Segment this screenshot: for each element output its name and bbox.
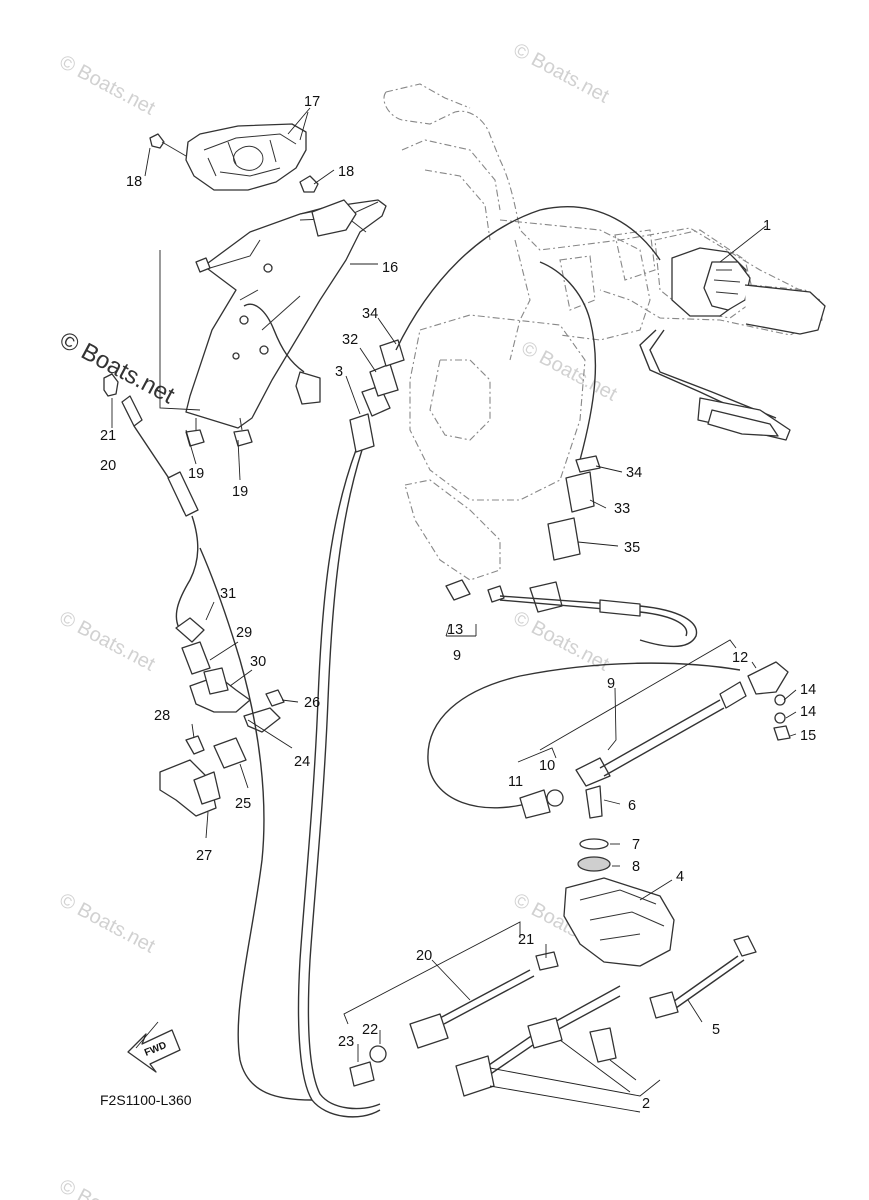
callout-2: 2 (642, 1096, 650, 1112)
ghost-steering-assembly (383, 83, 823, 581)
callout-19b: 19 (232, 484, 248, 500)
callout-18a: 18 (126, 174, 142, 190)
callout-34b: 34 (626, 465, 642, 481)
callout-6: 6 (628, 798, 636, 814)
part-5-cable (649, 935, 757, 1019)
washer (546, 789, 564, 807)
washer (774, 694, 786, 706)
callout-14b: 14 (800, 704, 816, 720)
callout-33: 33 (614, 501, 630, 517)
washer (369, 1045, 387, 1063)
callout-32: 32 (342, 332, 358, 348)
fwd-arrow: FWD (127, 1029, 181, 1073)
left-control-cable (103, 373, 205, 643)
watermark: © Boats.net (518, 337, 621, 406)
callout-30: 30 (250, 654, 266, 670)
bolt-hole (259, 345, 269, 355)
callout-18b: 18 (338, 164, 354, 180)
callout-19a: 19 (188, 466, 204, 482)
callout-15: 15 (800, 728, 816, 744)
watermark: © Boats.net (56, 607, 159, 676)
callout-14a: 14 (800, 682, 816, 698)
callout-4: 4 (676, 869, 684, 885)
callout-20b: 20 (416, 948, 432, 964)
callout-22: 22 (362, 1022, 378, 1038)
callout-20a: 20 (100, 458, 116, 474)
watermark: © Boats.net (56, 1175, 159, 1200)
callout-27: 27 (196, 848, 212, 864)
shift-cable-upper (445, 579, 698, 648)
bracket-assembly (149, 123, 387, 447)
diagram-code: F2S1100-L360 (100, 1092, 192, 1108)
callout-1: 1 (763, 218, 771, 234)
callout-35: 35 (624, 540, 640, 556)
callout-21b: 21 (518, 932, 534, 948)
callout-16: 16 (382, 260, 398, 276)
callout-9-lower: 9 (607, 676, 615, 692)
callout-13: 13 (447, 622, 463, 638)
washer (579, 838, 609, 850)
callouts: 1 2 3 4 5 6 7 8 9 9 10 11 12 13 14 14 15… (100, 94, 816, 1112)
hardware-cluster (159, 641, 285, 817)
callout-28: 28 (154, 708, 170, 724)
watermark: © Boats.net (56, 889, 159, 958)
bolt-hole (239, 315, 249, 325)
throttle-lever-assembly (639, 247, 826, 441)
callout-17: 17 (304, 94, 320, 110)
callout-7: 7 (632, 837, 640, 853)
bolt-hole (263, 263, 273, 273)
callout-11: 11 (508, 774, 523, 790)
callout-23: 23 (338, 1034, 354, 1050)
bottom-cable-assembly (349, 951, 621, 1097)
callout-12: 12 (732, 650, 748, 666)
callout-25: 25 (235, 796, 251, 812)
callout-24: 24 (294, 754, 310, 770)
bolt-hole (232, 352, 240, 360)
callout-8: 8 (632, 859, 640, 875)
shift-cable-mid (427, 661, 791, 819)
watermark: © Boats.net (56, 51, 159, 120)
watermark: © Boats.net (510, 39, 613, 108)
watermark-main: © Boats.net (55, 326, 179, 409)
callout-5: 5 (712, 1022, 720, 1038)
callout-26: 26 (304, 695, 320, 711)
callout-9-upper: 9 (453, 648, 461, 664)
washer (774, 712, 786, 724)
callout-31: 31 (220, 586, 236, 602)
callout-10: 10 (539, 758, 555, 774)
lower-bracket-assembly (563, 785, 675, 967)
right-cable-and-boots (539, 261, 601, 561)
callout-3: 3 (335, 364, 343, 380)
washer (577, 856, 611, 872)
leader-lines (111, 107, 797, 1113)
callout-34a: 34 (362, 306, 378, 322)
long-steering-cable (199, 206, 661, 1118)
callout-21a: 21 (100, 428, 116, 444)
callout-29: 29 (236, 625, 252, 641)
